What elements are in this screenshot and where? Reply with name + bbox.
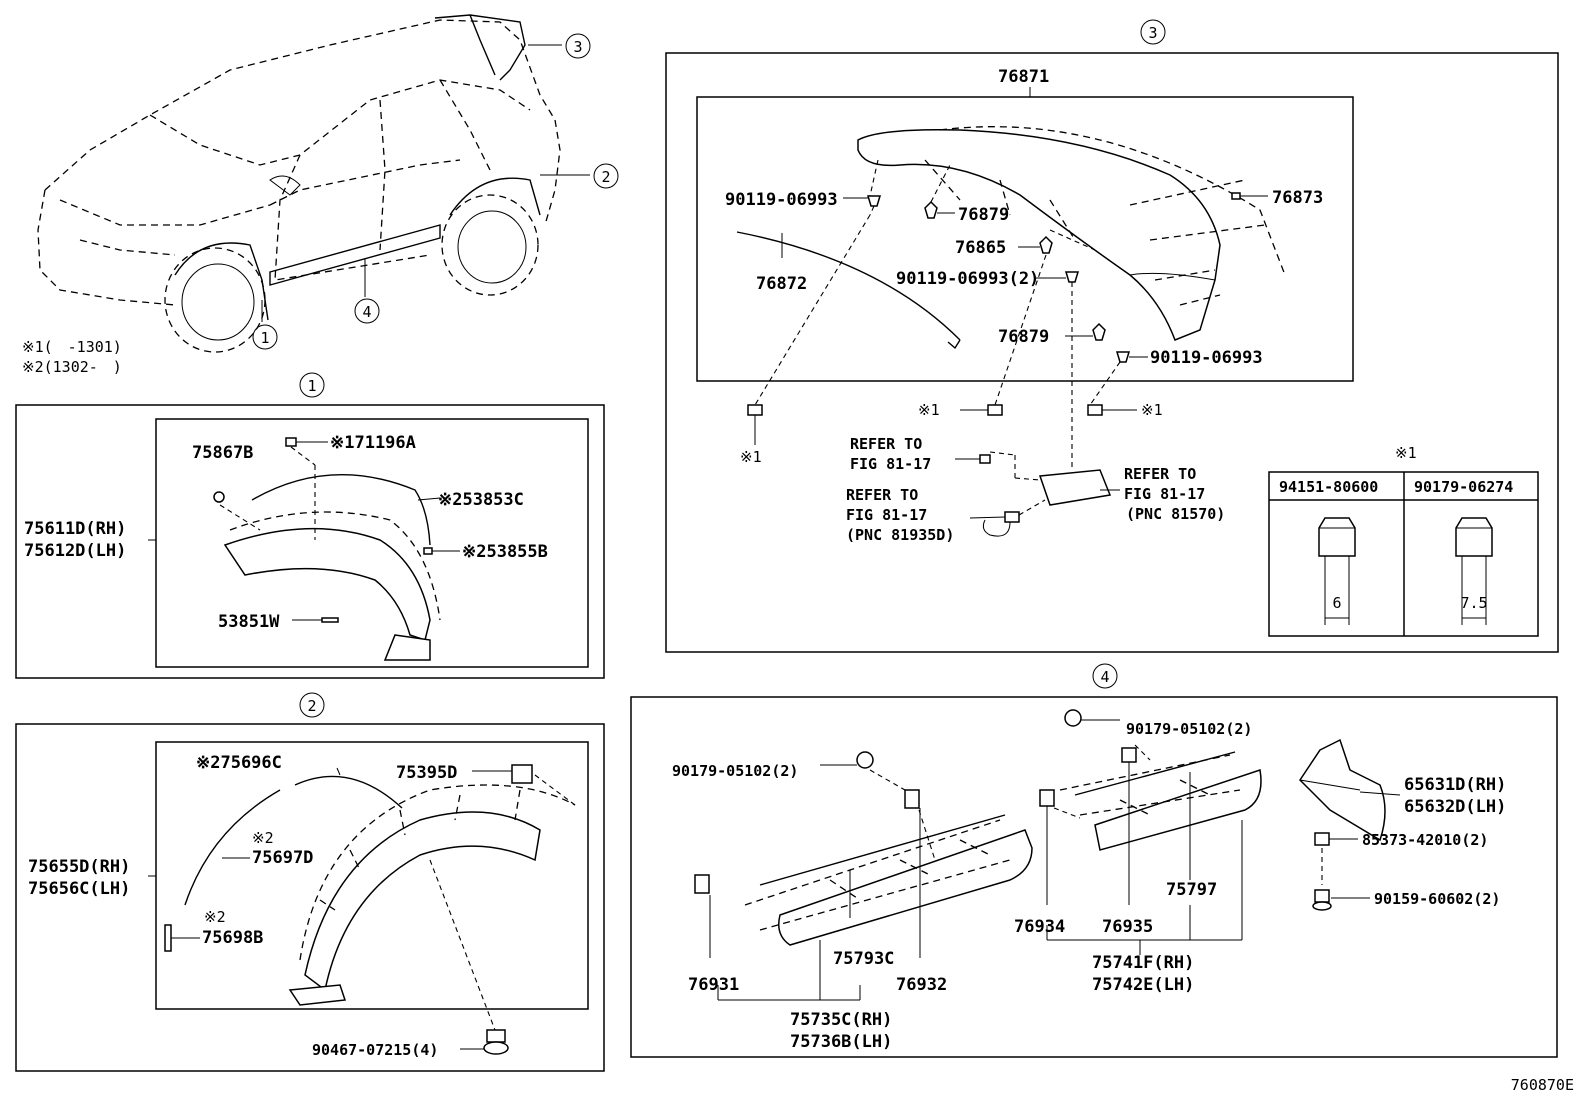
section-1-inner-frame: [155, 418, 589, 668]
svg-text:4: 4: [1100, 668, 1109, 686]
label-75655D: 75655D(RH): [28, 857, 130, 877]
svg-text:REFER TO: REFER TO: [846, 486, 918, 504]
label-71196A: ※171196A: [330, 433, 416, 453]
svg-text:2: 2: [307, 697, 316, 715]
fender-flare-front: [213, 437, 460, 661]
note-1-fastener-table: ※1 94151-80600 90179-06274 6 7.5: [1268, 444, 1539, 637]
mark-1-b: ※1: [1141, 401, 1163, 419]
section-3-inner-frame: [696, 96, 1354, 382]
label-65632D: 65632D(LH): [1404, 797, 1506, 817]
callout-2-vehicle: 2: [593, 163, 619, 189]
label-85373-42010: 85373-42010(2): [1362, 831, 1488, 849]
label-75797: 75797: [1166, 880, 1217, 900]
table-col-90179-06274: 90179-06274: [1414, 478, 1513, 496]
label-53851W: 53851W: [218, 612, 280, 632]
label-75656C: 75656C(LH): [28, 879, 130, 899]
fender-flare-rear: [164, 764, 576, 1055]
label-53853C: ※253853C: [438, 490, 524, 510]
table-title: ※1: [1395, 444, 1417, 462]
label-90119-06993-2: 90119-06993(2): [896, 269, 1039, 289]
section-1-frame: [15, 404, 605, 679]
label-75611D: 75611D(RH): [24, 519, 126, 539]
callout-4-vehicle: 4: [354, 298, 380, 324]
label-75698B: 75698B: [202, 928, 263, 948]
mark-75698B: ※2: [204, 908, 226, 926]
section-2-frame: [15, 723, 605, 1072]
label-65631D: 65631D(RH): [1404, 775, 1506, 795]
rocker-moulding-front: [694, 751, 1033, 1001]
label-76931: 76931: [688, 975, 739, 995]
label-90119-06993-a: 90119-06993: [725, 190, 838, 210]
diagram-id: 760870E: [1511, 1076, 1574, 1094]
label-76865: 76865: [955, 238, 1006, 258]
label-90159-60602: 90159-60602(2): [1374, 890, 1500, 908]
section-3-callout: 3: [1140, 19, 1166, 45]
label-76879-b: 76879: [998, 327, 1049, 347]
label-76873: 76873: [1272, 188, 1323, 208]
mark-1-a: ※1: [918, 401, 940, 419]
svg-text:2: 2: [601, 168, 610, 186]
section-4-callout: 4: [1092, 663, 1118, 689]
label-90179-05102-a: 90179-05102(2): [672, 762, 798, 780]
table-col-94151-80600: 94151-80600: [1279, 478, 1378, 496]
label-75867B: 75867B: [192, 443, 253, 463]
refer-fig-81-17-bolt: REFER TO FIG 81-17: [850, 435, 931, 473]
label-76935: 76935: [1102, 917, 1153, 937]
label-76872: 76872: [756, 274, 807, 294]
label-76871: 76871: [998, 67, 1049, 87]
label-76932: 76932: [896, 975, 947, 995]
label-75736B: 75736B(LH): [790, 1032, 892, 1052]
section-1-callout: 1: [299, 372, 325, 398]
section-4-frame: [630, 696, 1558, 1058]
mark-75697D: ※2: [252, 829, 274, 847]
label-75793C: 75793C: [833, 949, 894, 969]
svg-text:FIG 81-17: FIG 81-17: [846, 506, 927, 524]
refer-fig-81-17-pnc-81935d: REFER TO FIG 81-17 (PNC 81935D): [846, 486, 954, 544]
svg-text:REFER TO: REFER TO: [1124, 465, 1196, 483]
table-dim-7-5: 7.5: [1460, 594, 1487, 612]
svg-text:REFER TO: REFER TO: [850, 435, 922, 453]
section-2-callout: 2: [299, 692, 325, 718]
table-dim-6: 6: [1332, 594, 1341, 612]
svg-text:FIG 81-17: FIG 81-17: [850, 455, 931, 473]
callout-1-vehicle: 1: [252, 324, 278, 350]
section-3-frame: [665, 52, 1559, 653]
rear-spoiler: [736, 126, 1286, 537]
mudguard: [1299, 738, 1401, 911]
label-76934: 76934: [1014, 917, 1065, 937]
svg-text:(PNC 81935D): (PNC 81935D): [846, 526, 954, 544]
label-53855B: ※253855B: [462, 542, 548, 562]
rocker-moulding-rear: [1039, 709, 1262, 955]
label-75742E: 75742E(LH): [1092, 975, 1194, 995]
mark-1-c: ※1: [740, 448, 762, 466]
label-90179-05102-b: 90179-05102(2): [1126, 720, 1252, 738]
svg-text:3: 3: [573, 38, 582, 56]
label-76879-a: 76879: [958, 205, 1009, 225]
label-75395D: 75395D: [396, 763, 457, 783]
label-75735C: 75735C(RH): [790, 1010, 892, 1030]
label-75612D: 75612D(LH): [24, 541, 126, 561]
vehicle-overview: [37, 14, 590, 353]
svg-text:4: 4: [362, 303, 371, 321]
callout-3-vehicle: 3: [565, 33, 591, 59]
svg-text:1: 1: [307, 377, 316, 395]
label-75696C: ※275696C: [196, 753, 282, 773]
svg-text:1: 1: [260, 329, 269, 347]
label-90119-06993-c: 90119-06993: [1150, 348, 1263, 368]
svg-text:FIG 81-17: FIG 81-17: [1124, 485, 1205, 503]
label-75697D: 75697D: [252, 848, 313, 868]
note-1: ※1( -1301): [22, 338, 122, 356]
label-75741F: 75741F(RH): [1092, 953, 1194, 973]
svg-text:(PNC 81570): (PNC 81570): [1126, 505, 1225, 523]
label-90467-07215: 90467-07215(4): [312, 1041, 438, 1059]
note-2: ※2(1302- ): [22, 358, 122, 376]
refer-fig-81-17-pnc-81570: REFER TO FIG 81-17 (PNC 81570): [1124, 465, 1225, 523]
svg-text:3: 3: [1148, 24, 1157, 42]
